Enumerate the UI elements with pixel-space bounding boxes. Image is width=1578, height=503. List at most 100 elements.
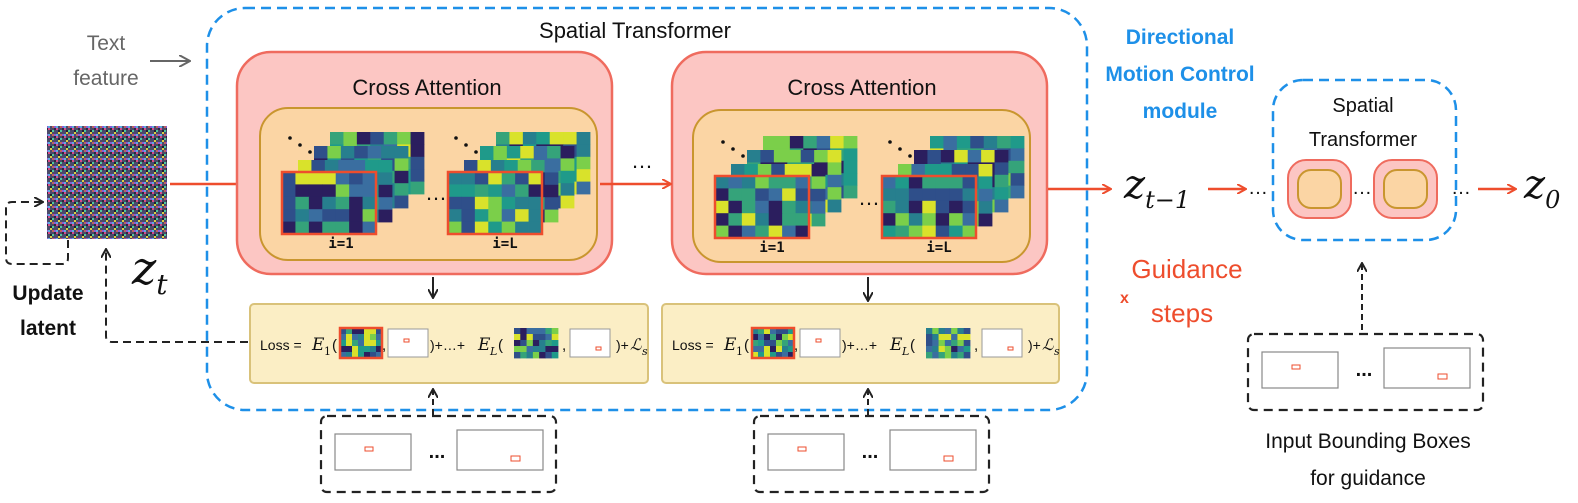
index-first-1: i=1 [328,236,353,252]
mini-transformer-frame [1271,78,1458,242]
loss-mid: )+…+ [842,337,877,353]
stack-dot [298,143,302,147]
loss-bbox-2-target [1007,346,1014,351]
loss-ls-sub: s [642,345,648,358]
loss-bbox-1 [799,328,841,358]
loss-to-latent-arrow [106,250,248,343]
bbox-frame-first [1261,351,1339,389]
stack-dot [731,147,735,151]
bbox-target-last [510,455,521,462]
bbox-frame-last [889,429,977,471]
bbox-target-last [1437,373,1448,380]
loss-map-2 [926,328,971,359]
guidance-x: x [1120,290,1129,307]
update-latent-loop [5,202,69,265]
loss-bbox-1-target [403,338,410,343]
loss-comma: , [562,337,566,354]
loss-e1: E [723,335,737,355]
stack-dot [721,140,725,144]
bbox-group-1: ... [319,414,558,494]
loss-map-1 [750,326,796,360]
input-boxes-label-1: Input Bounding Boxes [1265,430,1471,453]
latent-z0: z0 [1523,162,1560,214]
index-last-2: i=L [926,240,951,256]
ellipsis-pre-mini: … [1248,177,1268,199]
loss-comma: , [974,337,978,354]
stack-dot [454,136,458,140]
bbox-dots: ... [429,441,446,463]
loss-bbox-2 [569,328,611,358]
loss-prefix: Loss = [260,337,302,353]
bbox-group-3: ... [1246,332,1485,412]
latent-zprev: zt−1 [1123,162,1190,214]
map-stack-first-2 [713,136,858,240]
index-last-1: i=L [492,236,517,252]
loss-close: )+ [1028,337,1041,353]
loss-prefix: Loss = [672,337,714,353]
spatial-transformer-frame [205,6,1089,412]
dmc-label-3: module [1143,100,1218,123]
bbox-frame-first [334,433,412,471]
bbox-frame-last [456,429,544,471]
loss-bbox-1 [387,328,429,358]
attention-maps [280,132,1025,240]
mini-attn-inner-2 [1383,169,1428,209]
guidance-label-2: steps [1151,298,1213,328]
stack-dot [308,150,312,154]
bbox-group-frame [1246,332,1485,412]
index-first-2: i=1 [759,240,784,256]
loss-el: E [889,335,903,355]
update-latent-label-2: latent [20,317,76,340]
bbox-group-2: ... [752,414,991,494]
loss-e1-sub: 1 [324,345,331,358]
loss-open: ( [332,337,337,354]
loss-el-sub: L [901,345,909,358]
loss-panel-2 [661,303,1060,384]
map-stack-last-2 [880,136,1025,240]
map-stack-first-1 [280,132,425,236]
map-stack-last-1 [446,132,591,236]
loss-el-sub: L [489,345,497,358]
cross-attention-title-1: Cross Attention [352,75,501,100]
bbox-dots: ... [862,441,879,463]
stack-dot [741,154,745,158]
bbox-groups: ......... [319,332,1485,494]
update-latent-label-1: Update [12,282,83,305]
loss-ls-sub: s [1054,345,1060,358]
loss-map-1 [338,326,384,360]
attention-map-front [713,174,811,240]
input-boxes-label-2: for guidance [1310,467,1426,490]
stack-dot [898,147,902,151]
text-feature-label-1: Text [87,32,126,55]
mini-transformer-title-2: Transformer [1309,129,1418,151]
guidance-label-1: Guidance [1131,254,1242,284]
bbox-target-first [797,446,807,452]
loss-open: ( [910,337,915,354]
ellipsis-maps-1: … [425,180,447,205]
loss-panel-1 [249,303,649,384]
stack-dot [908,154,912,158]
stack-dot [888,140,892,144]
loss-comma: , [382,337,386,354]
loss-mid: )+…+ [430,337,465,353]
ellipsis-post-mini: … [1451,177,1471,199]
noisy-latent-image [47,126,167,239]
cross-attention-title-2: Cross Attention [787,75,936,100]
latent-zt: zt [131,241,168,301]
bbox-dots: ... [1356,359,1373,381]
loss-open: ( [498,337,503,354]
loss-bbox-2 [981,328,1023,358]
bbox-group-frame [752,414,991,494]
attention-map-front [446,170,544,236]
loss-ls: ℒ [630,335,642,354]
ellipsis-between-blocks: … [631,148,653,173]
mini-attn-inner-1 [1297,169,1342,209]
spatial-transformer-title: Spatial Transformer [539,18,731,43]
dmc-label-2: Motion Control [1105,63,1254,86]
stack-dot [288,136,292,140]
bbox-target-last [943,455,954,462]
loss-e1: E [311,335,325,355]
loss-bbox-1-target [815,338,822,343]
